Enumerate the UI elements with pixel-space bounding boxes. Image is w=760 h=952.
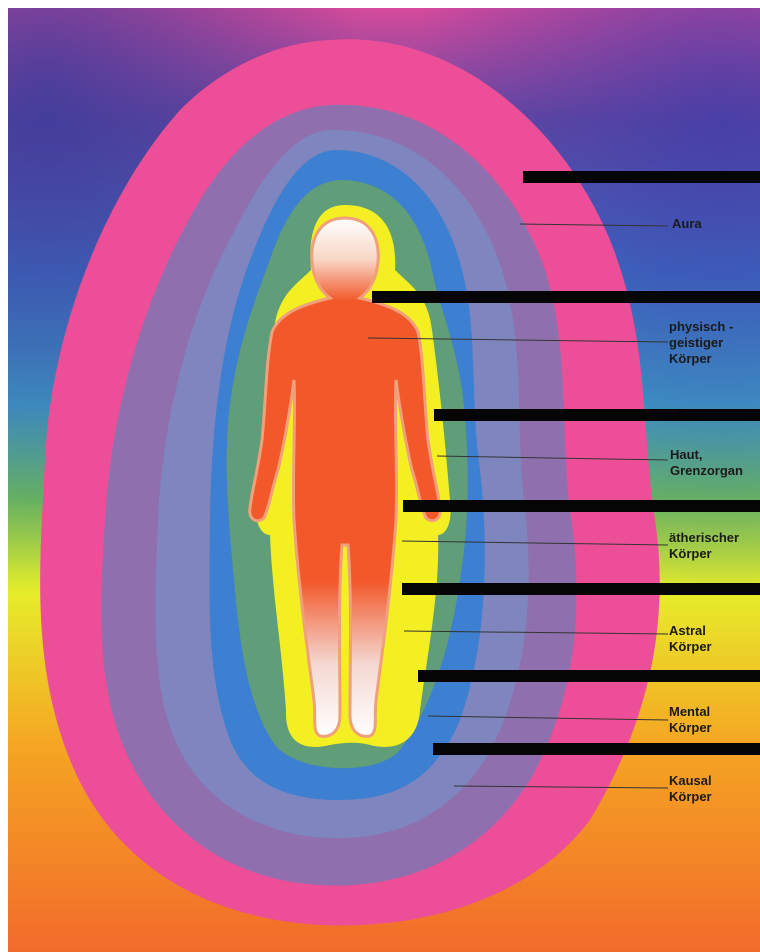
separator-bar [402, 583, 760, 595]
separator-bar [434, 409, 760, 421]
label-physisch-geistiger-koerper: physisch - geistiger Körper [669, 319, 733, 367]
label-mental-koerper: Mental Körper [669, 704, 712, 736]
label-aura: Aura [672, 216, 702, 232]
label-kausal-koerper: Kausal Körper [669, 773, 712, 805]
separator-bar [403, 500, 760, 512]
label-haut-grenzorgan: Haut, Grenzorgan [670, 447, 743, 479]
label-aetherischer-koerper: ätherischer Körper [669, 530, 739, 562]
separator-bar [372, 291, 760, 303]
separator-bar [523, 171, 760, 183]
label-astral-koerper: Astral Körper [669, 623, 712, 655]
separator-bar [418, 670, 760, 682]
separator-bar [433, 743, 760, 755]
